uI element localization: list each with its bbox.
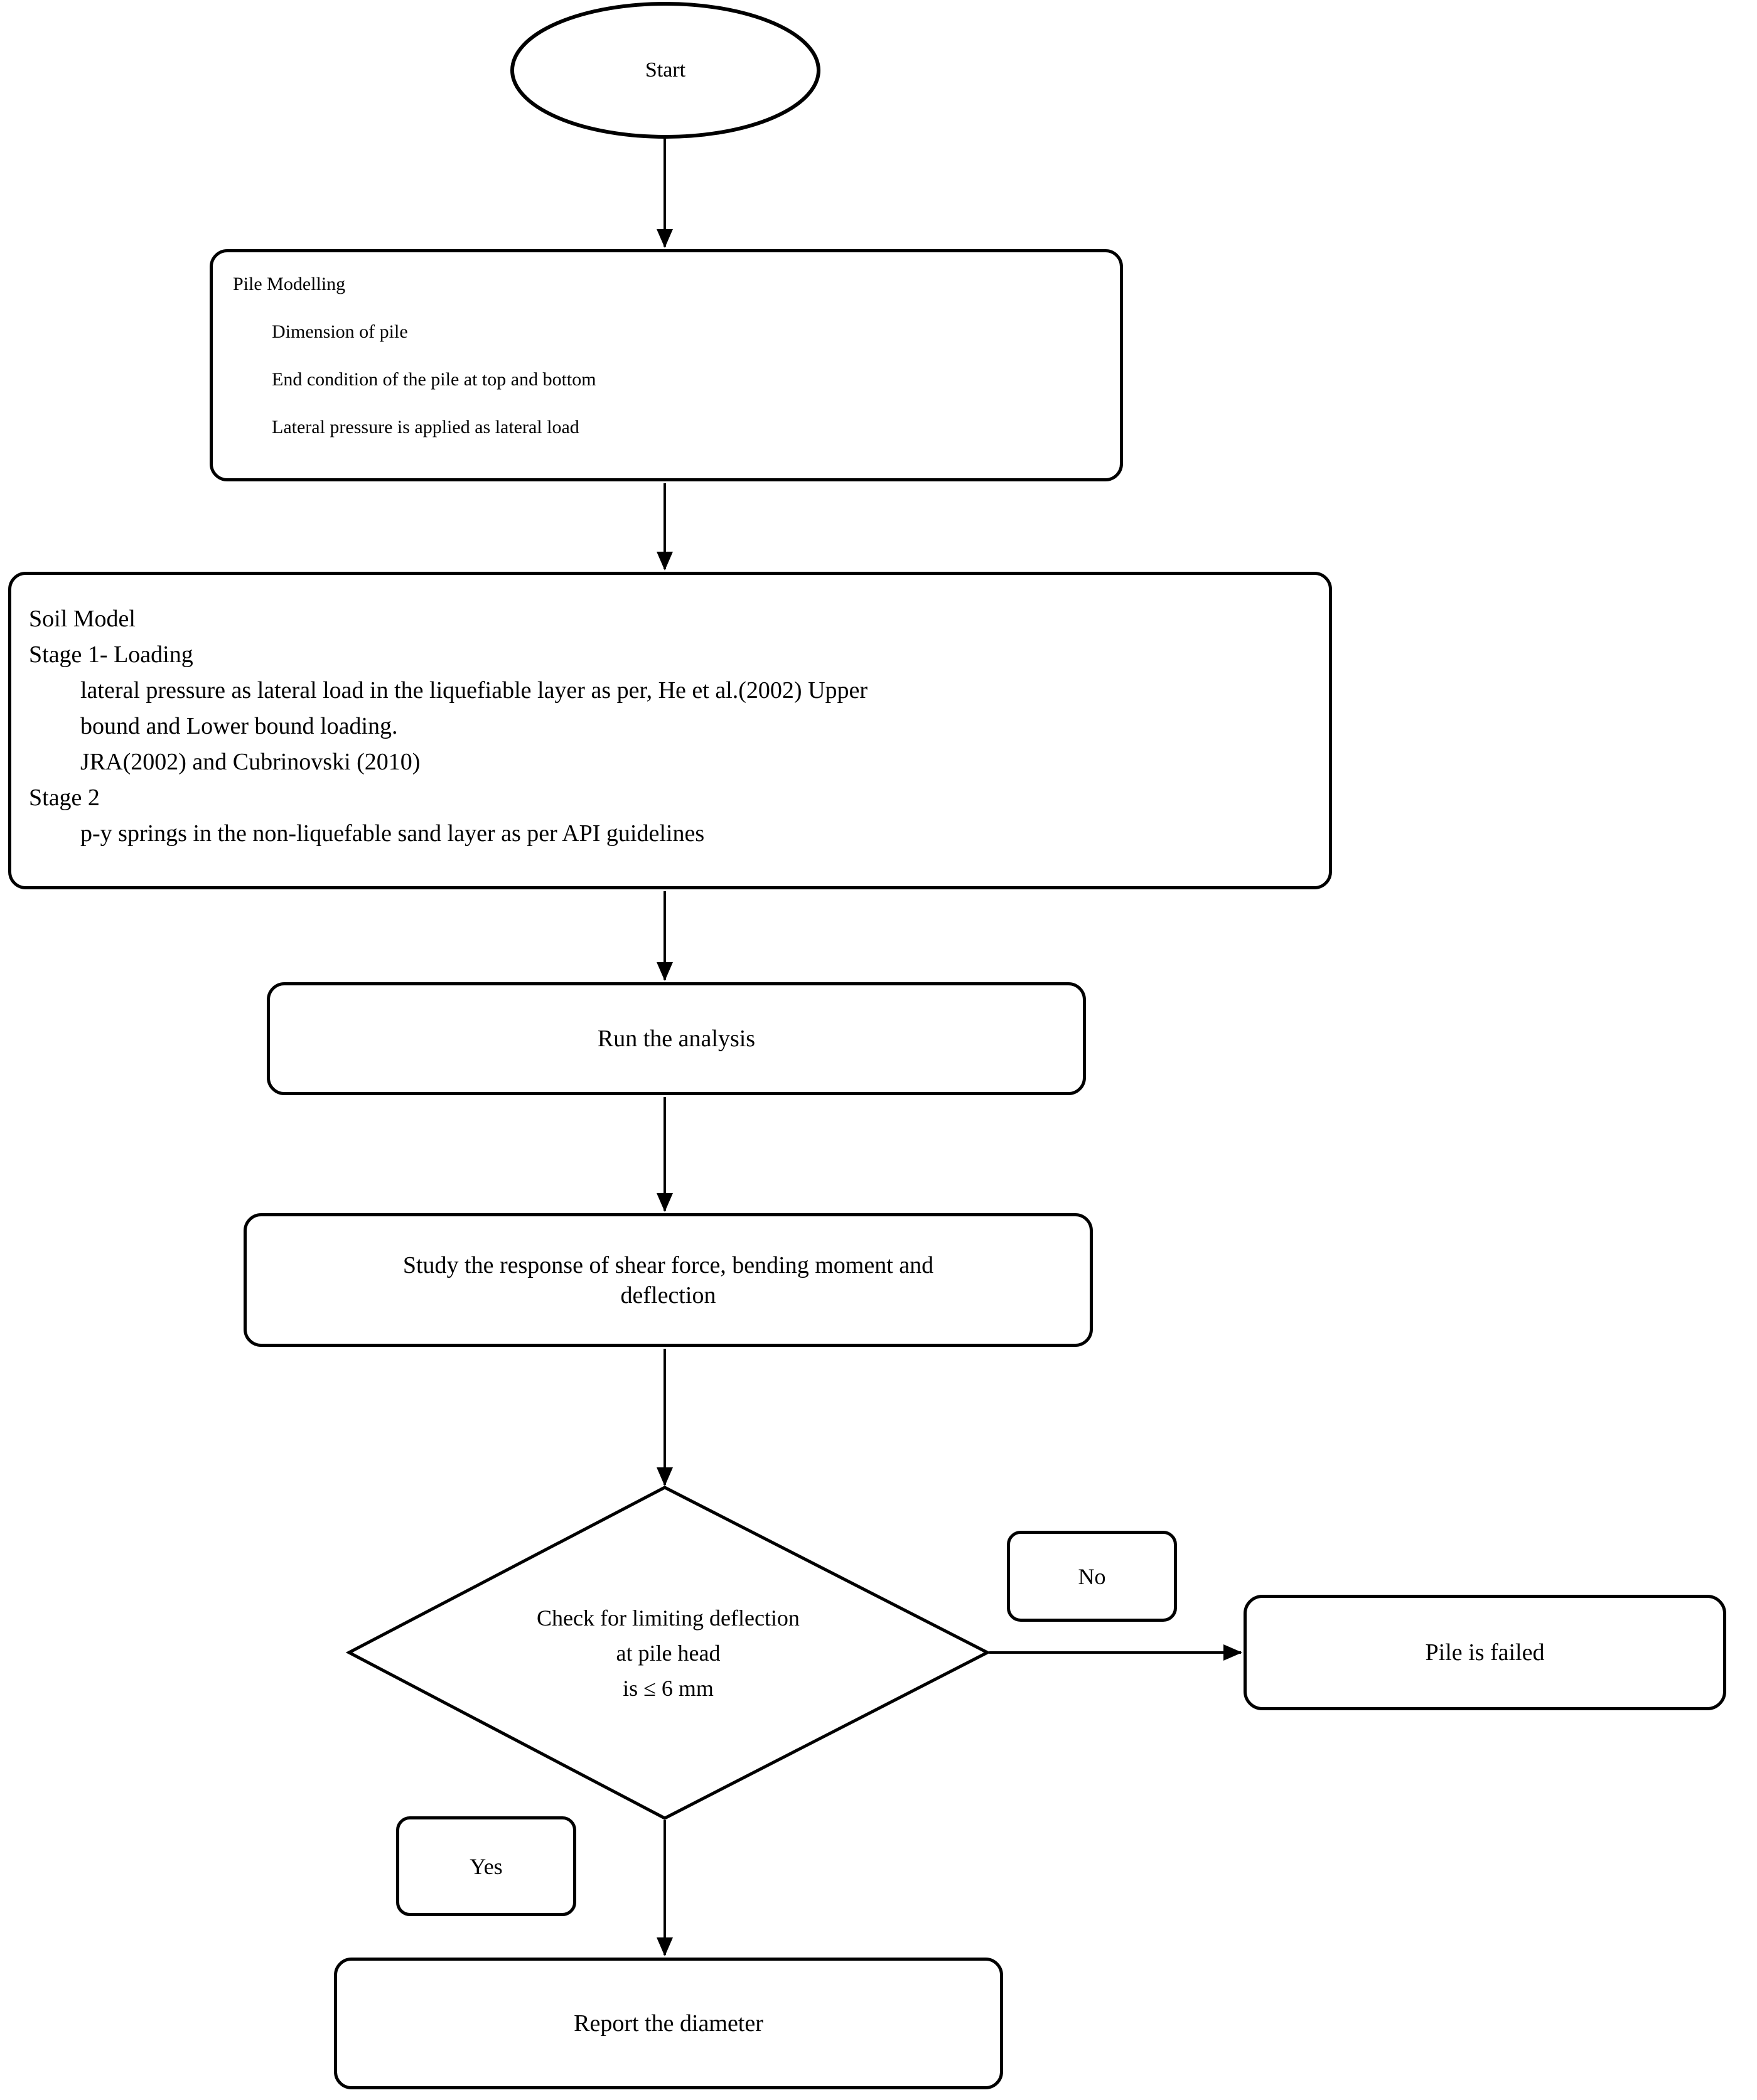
soil-model-line: Stage 1- Loading [29,641,193,668]
no-label: No [1078,1563,1106,1589]
run-analysis-box: Run the analysis [267,982,1086,1095]
yes-label-box: Yes [396,1816,576,1916]
pile-failed-label: Pile is failed [1425,1639,1545,1666]
soil-model-box: Soil Model Stage 1- Loading lateral pres… [8,572,1332,889]
pile-modelling-item: End condition of the pile at top and bot… [272,369,596,390]
soil-model-line: Soil Model [29,606,136,632]
soil-model-line: JRA(2002) and Cubrinovski (2010) [80,749,421,775]
report-diameter-label: Report the diameter [574,2010,763,2037]
start-ellipse-shape [510,2,820,139]
decision-line: Check for limiting deflection [537,1605,800,1631]
pile-modelling-item: Lateral pressure is applied as lateral l… [272,417,579,437]
soil-model-line: p-y springs in the non-liquefable sand l… [80,820,705,847]
study-response-line: Study the response of shear force, bendi… [402,1251,934,1278]
decision-line: at pile head [616,1641,721,1666]
pile-modelling-title: Pile Modelling [233,274,346,294]
start-terminator: Start [512,4,819,137]
start-label: Start [645,58,686,82]
pile-modelling-item: Dimension of pile [272,321,408,342]
decision-diamond-shape [345,1486,991,1820]
soil-model-line: lateral pressure as lateral load in the … [80,677,868,704]
soil-model-line: Stage 2 [29,785,100,811]
no-label-box: No [1007,1531,1177,1622]
soil-model-line: bound and Lower bound loading. [80,713,398,739]
pile-failed-box: Pile is failed [1244,1595,1726,1710]
pile-modelling-box: Pile Modelling Dimension of pile End con… [210,249,1123,481]
study-response-line: deflection [620,1282,716,1309]
report-diameter-box: Report the diameter [334,1958,1003,2089]
decision-line: is ≤ 6 mm [623,1676,714,1701]
run-analysis-label: Run the analysis [597,1026,756,1052]
yes-label: Yes [470,1853,503,1879]
study-response-box: Study the response of shear force, bendi… [244,1213,1093,1347]
decision-diamond: Check for limiting deflection at pile he… [349,1600,987,1706]
